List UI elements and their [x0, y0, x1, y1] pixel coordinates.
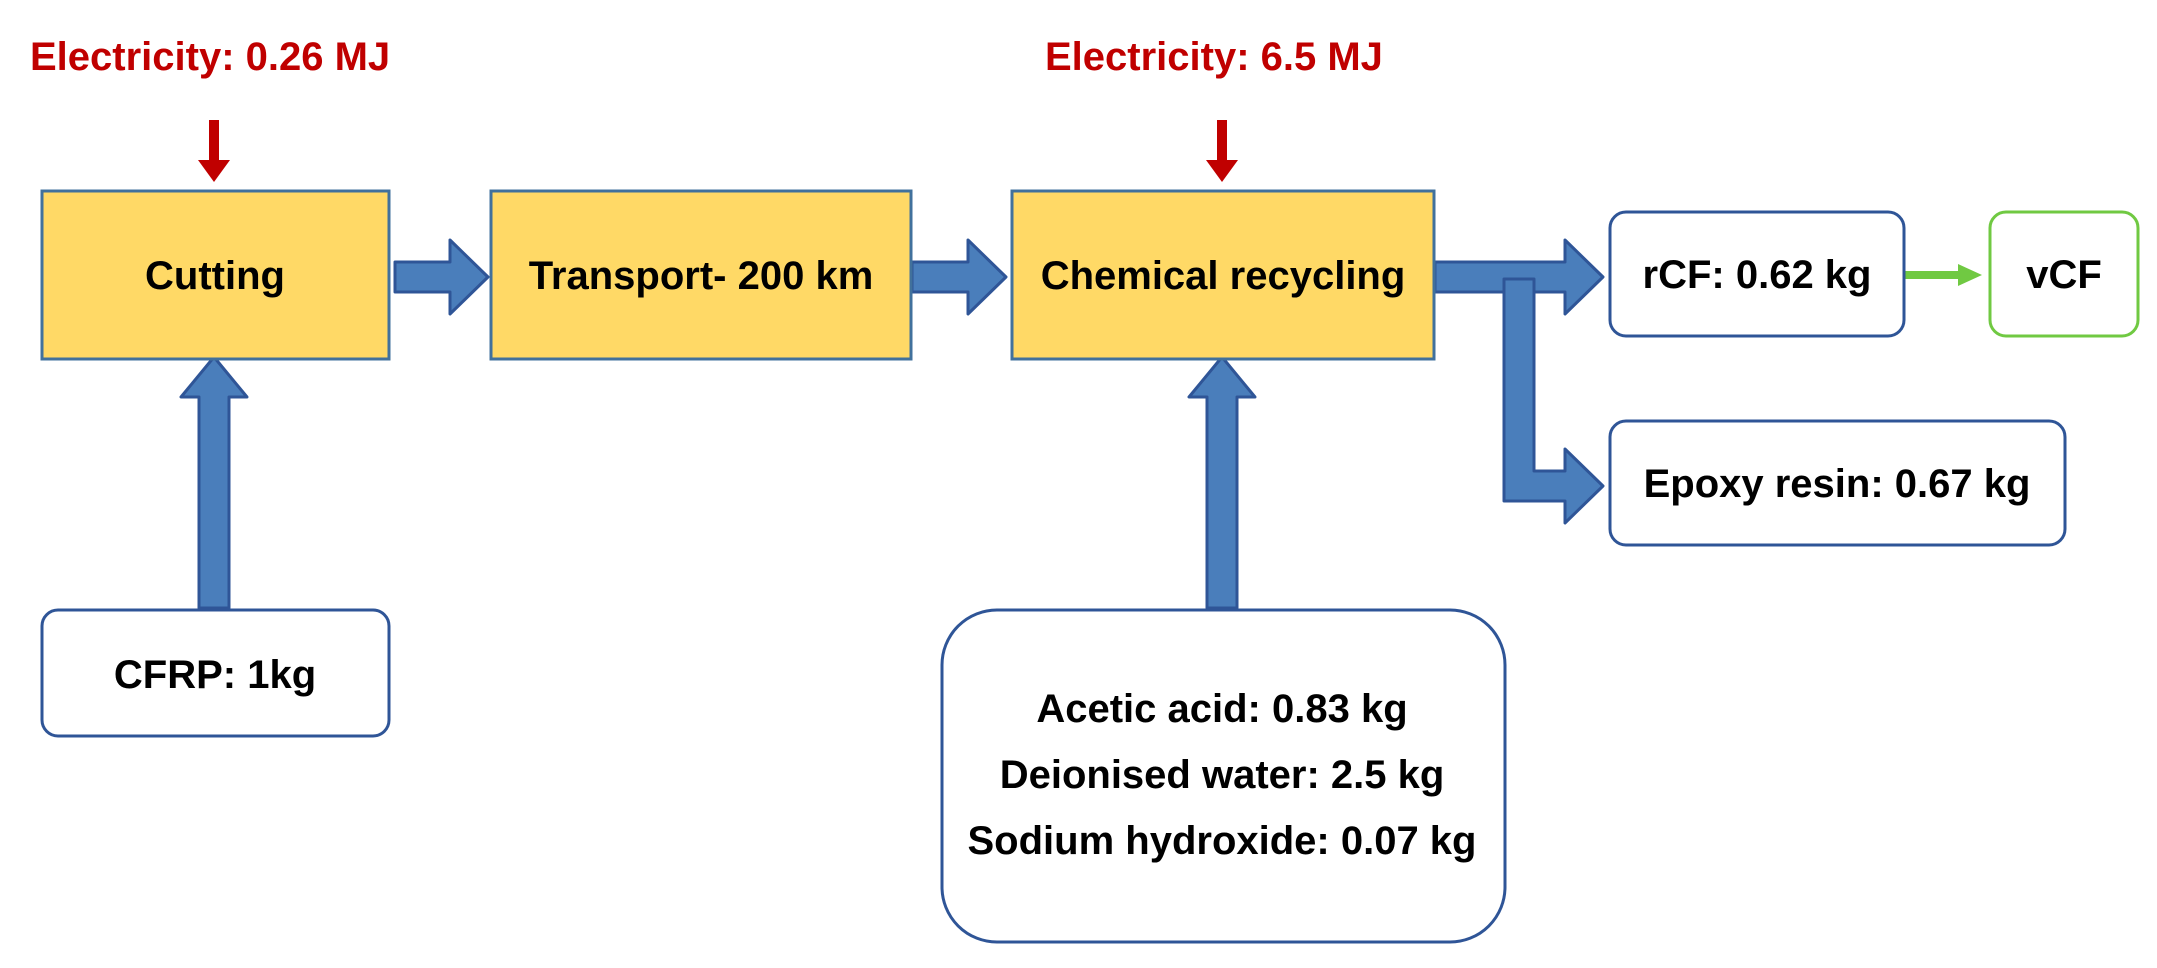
output-label-vcf: vCF: [2026, 253, 2102, 297]
arrow-chemicals-to-chemical: [1187, 355, 1257, 610]
process-box-chemical: [1010, 189, 1436, 361]
process-label-transport: Transport- 200 km: [529, 254, 874, 298]
process-label-cutting: Cutting: [145, 254, 285, 298]
input-label-sodium-hydroxide: Sodium hydroxide: 0.07 kg: [967, 819, 1476, 863]
arrow-cutting-to-transport: [393, 238, 490, 316]
arrow-transport-to-chemical: [910, 238, 1008, 316]
arrow-chemical-to-epoxy: [1502, 277, 1605, 525]
arrow-chemical-to-rcf: [1433, 238, 1605, 316]
process-label-chemical: Chemical recycling: [1041, 254, 1406, 298]
electricity-arrow-cutting: [198, 120, 230, 182]
input-label-cfrp: CFRP: 1kg: [114, 653, 316, 697]
input-box-cfrp: [40, 608, 391, 738]
output-label-epoxy: Epoxy resin: 0.67 kg: [1644, 462, 2031, 506]
arrow-cfrp-to-cutting: [179, 355, 249, 610]
arrow-rcf-to-vcf: [1905, 264, 1982, 286]
input-label-acetic-acid: Acetic acid: 0.83 kg: [1036, 687, 1407, 731]
output-box-vcf: [1988, 210, 2140, 338]
electricity-label-cutting: Electricity: 0.26 MJ: [30, 35, 390, 79]
process-box-cutting: [40, 189, 391, 361]
output-box-epoxy: [1608, 419, 2067, 547]
input-label-deionised-water: Deionised water: 2.5 kg: [1000, 753, 1445, 797]
electricity-label-chemical: Electricity: 6.5 MJ: [1045, 35, 1383, 79]
input-box-chemicals: [940, 608, 1507, 944]
output-box-rcf: [1608, 210, 1906, 338]
electricity-arrow-chemical: [1206, 120, 1238, 182]
process-box-transport: [489, 189, 913, 361]
output-label-rcf: rCF: 0.62 kg: [1643, 253, 1872, 297]
